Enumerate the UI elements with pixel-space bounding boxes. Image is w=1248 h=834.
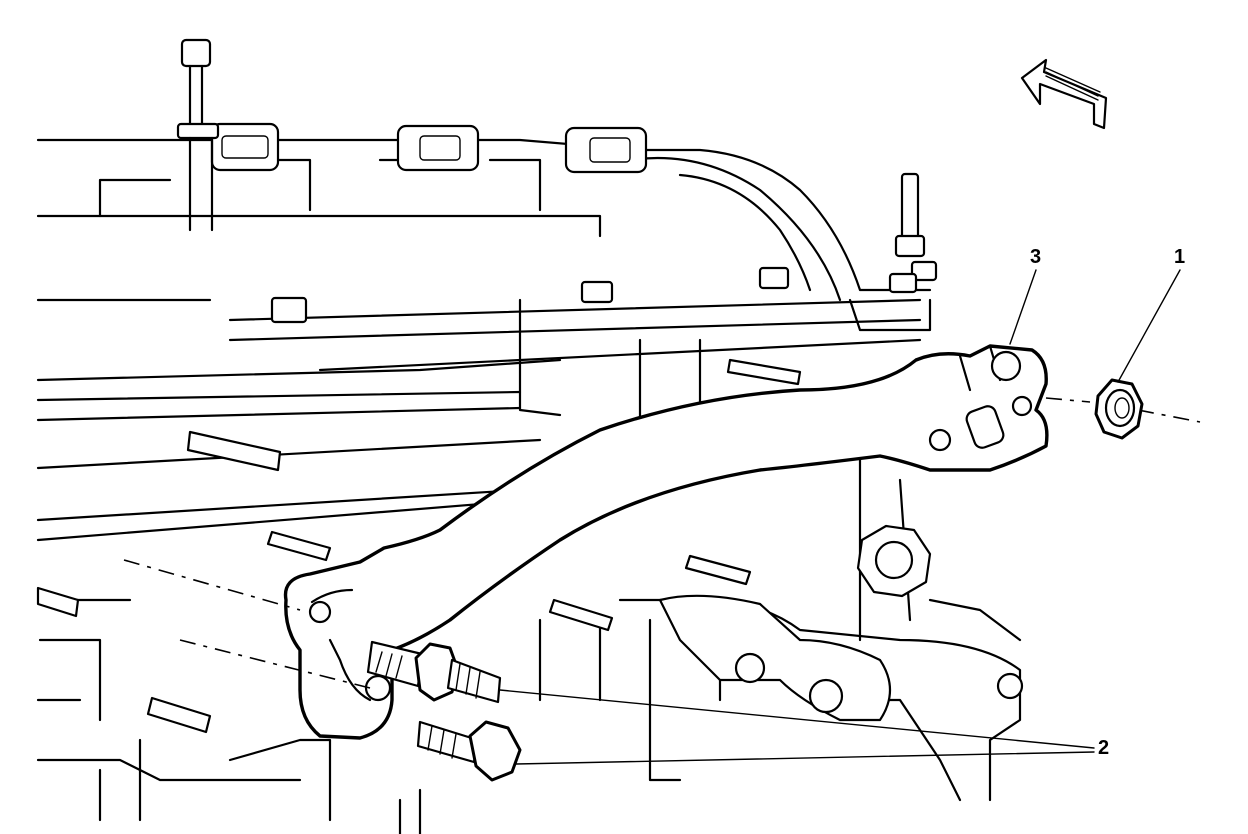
studs: [36, 358, 802, 734]
engine-brace: [283, 344, 1049, 740]
callout-bolts: 2: [1098, 737, 1110, 759]
callout-nut: 1: [1174, 246, 1186, 268]
ignition-coil-connectors: [176, 38, 648, 232]
callout-brace: 3: [1030, 246, 1042, 268]
brace-nut: [1045, 378, 1201, 440]
leader-lines: [499, 269, 1181, 765]
front-direction-arrow-icon: [1020, 58, 1108, 130]
upper-stud: [894, 172, 938, 282]
mounting-bolts-rail: [270, 266, 918, 324]
brace-bolts: [123, 559, 522, 782]
engine-mount-nut: [856, 524, 932, 598]
engine-mount-bracket: [658, 594, 1024, 722]
